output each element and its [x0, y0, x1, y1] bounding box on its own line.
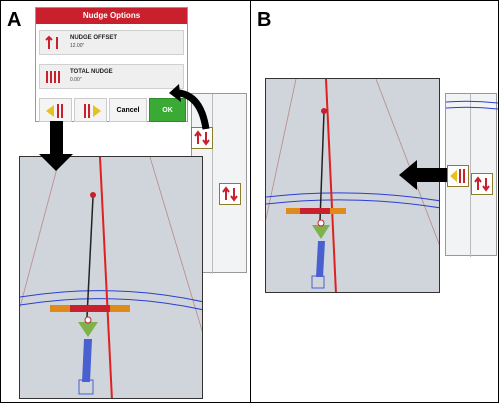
nudge-icon[interactable]: [191, 127, 213, 149]
guidance-screen[interactable]: [19, 156, 203, 399]
nudge-right-button[interactable]: [74, 98, 107, 122]
nudge-offset-icon: [44, 34, 62, 52]
nudge-left-button[interactable]: [39, 98, 72, 122]
total-nudge-icon: [44, 68, 62, 86]
nudge-icon[interactable]: [219, 183, 241, 205]
nudge-offset-value: 12.00": [70, 43, 85, 49]
panel-b: B: [250, 0, 499, 403]
total-nudge-row[interactable]: TOTAL NUDGE 0.00": [39, 64, 184, 89]
ok-button[interactable]: OK: [149, 98, 186, 122]
guidance-screen-b[interactable]: [265, 78, 440, 293]
total-nudge-label: TOTAL NUDGE: [70, 69, 113, 75]
nudge-offset-label: NUDGE OFFSET: [70, 35, 118, 41]
total-nudge-value: 0.00": [70, 77, 82, 83]
nudge-icon[interactable]: [471, 173, 493, 195]
dialog-title: Nudge Options: [36, 8, 187, 24]
cancel-button[interactable]: Cancel: [109, 98, 147, 122]
panel-a: A Nudge Options: [0, 0, 251, 403]
nudge-left-icon: [45, 104, 63, 118]
nudge-left-icon[interactable]: [447, 165, 469, 187]
nudge-offset-row[interactable]: NUDGE OFFSET 12.00": [39, 30, 184, 55]
nudge-options-dialog: Nudge Options NUDGE OFFSET 12.00" TOTAL …: [35, 7, 188, 122]
panel-a-label: A: [7, 9, 22, 31]
nudge-right-icon: [83, 104, 101, 118]
panel-b-label: B: [257, 9, 272, 31]
